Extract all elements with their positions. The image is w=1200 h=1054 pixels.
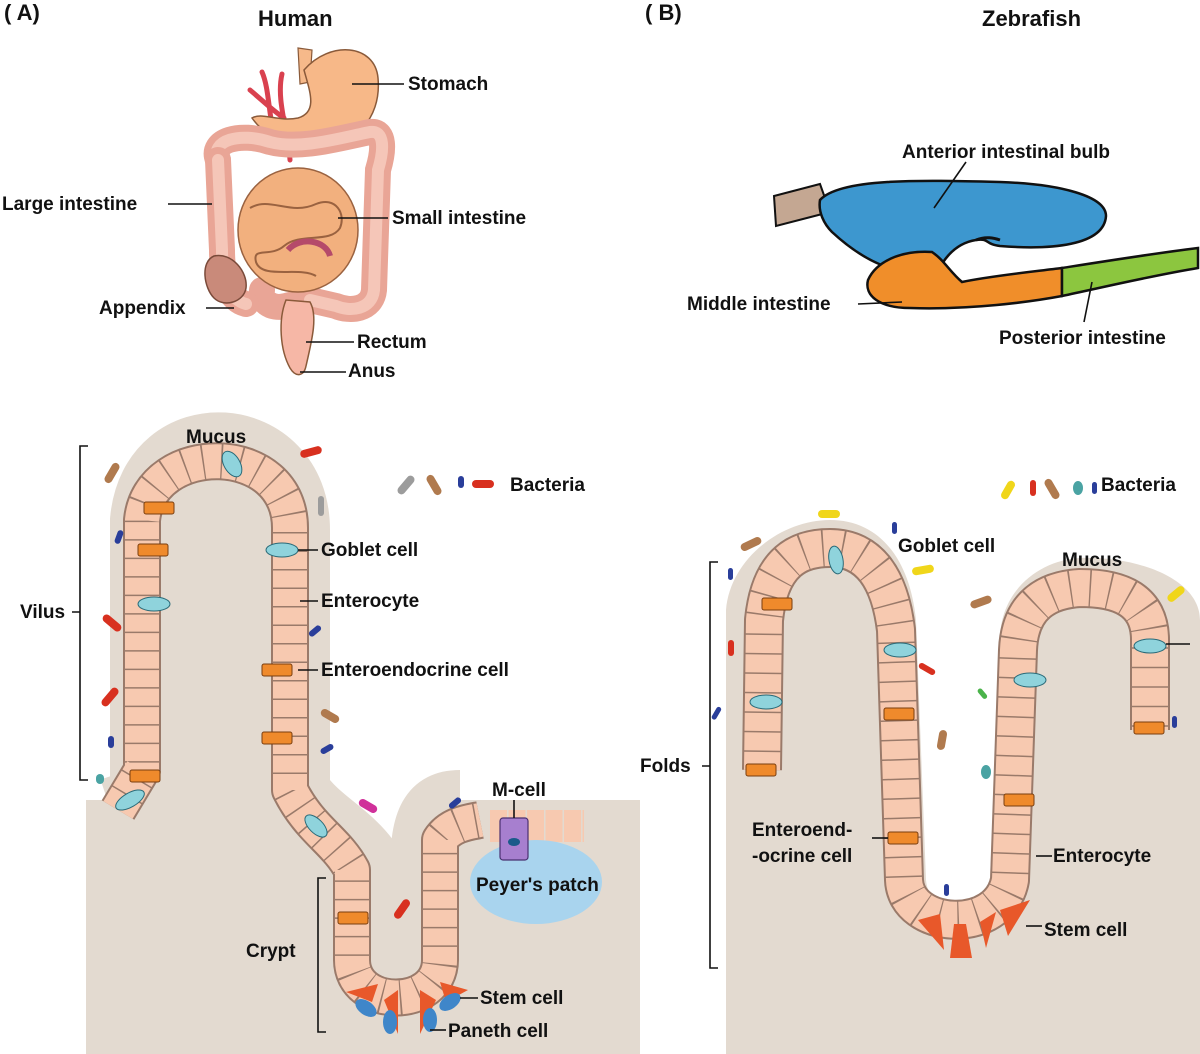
label-enteroendocrine-fish-1: Enteroend- bbox=[752, 820, 852, 841]
label-m-cell: M-cell bbox=[492, 780, 546, 801]
label-rectum: Rectum bbox=[357, 332, 427, 353]
panel-b-title: Zebrafish bbox=[982, 6, 1081, 31]
label-large-intestine: Large intestine bbox=[2, 194, 137, 215]
label-posterior-intestine: Posterior intestine bbox=[999, 328, 1166, 349]
label-bacteria-fish: Bacteria bbox=[1101, 475, 1176, 496]
label-small-intestine: Small intestine bbox=[392, 208, 526, 229]
label-enteroendocrine-human: Enteroendocrine cell bbox=[321, 660, 509, 681]
small-intestine-shape bbox=[237, 167, 359, 293]
label-appendix: Appendix bbox=[99, 298, 186, 319]
label-enterocyte-fish: Enterocyte bbox=[1053, 846, 1151, 867]
label-villus: Vilus bbox=[20, 602, 65, 623]
zebrafish-epithelium bbox=[726, 520, 1200, 1054]
panel-b-label: ( B) bbox=[645, 0, 682, 25]
anterior-bulb-shape bbox=[818, 179, 1108, 274]
middle-intestine-shape bbox=[866, 250, 1064, 310]
label-enterocyte-human: Enterocyte bbox=[321, 591, 419, 612]
label-stem-cell-human: Stem cell bbox=[480, 988, 563, 1009]
human-digestive-tract bbox=[203, 47, 396, 376]
label-stomach: Stomach bbox=[408, 74, 488, 95]
label-peyers-patch: Peyer's patch bbox=[476, 875, 599, 896]
zebrafish-gut bbox=[772, 179, 1200, 310]
label-folds: Folds bbox=[640, 756, 691, 777]
label-mucus-human: Mucus bbox=[186, 427, 246, 448]
rectum-shape bbox=[280, 299, 315, 376]
label-bacteria-human: Bacteria bbox=[510, 475, 585, 496]
human-epithelium bbox=[86, 412, 640, 1054]
label-anus: Anus bbox=[348, 361, 396, 382]
label-enteroendocrine-fish-2: -ocrine cell bbox=[752, 846, 852, 867]
label-crypt: Crypt bbox=[246, 941, 296, 962]
label-mucus-fish: Mucus bbox=[1062, 550, 1122, 571]
label-goblet-cell-human: Goblet cell bbox=[321, 540, 418, 561]
panel-a-title: Human bbox=[258, 6, 333, 31]
appendix-shape bbox=[204, 254, 247, 304]
peyers-patch-shape bbox=[470, 840, 602, 924]
posterior-intestine-shape bbox=[1060, 246, 1200, 298]
label-stem-cell-fish: Stem cell bbox=[1044, 920, 1127, 941]
label-middle-intestine: Middle intestine bbox=[687, 294, 831, 315]
zebrafish-bacteria bbox=[711, 478, 1185, 896]
human-bacteria bbox=[96, 446, 494, 919]
label-goblet-cell-fish: Goblet cell bbox=[898, 536, 995, 557]
panel-a-label: ( A) bbox=[4, 0, 40, 25]
label-anterior-bulb: Anterior intestinal bulb bbox=[902, 142, 1110, 163]
label-paneth-cell: Paneth cell bbox=[448, 1021, 548, 1042]
